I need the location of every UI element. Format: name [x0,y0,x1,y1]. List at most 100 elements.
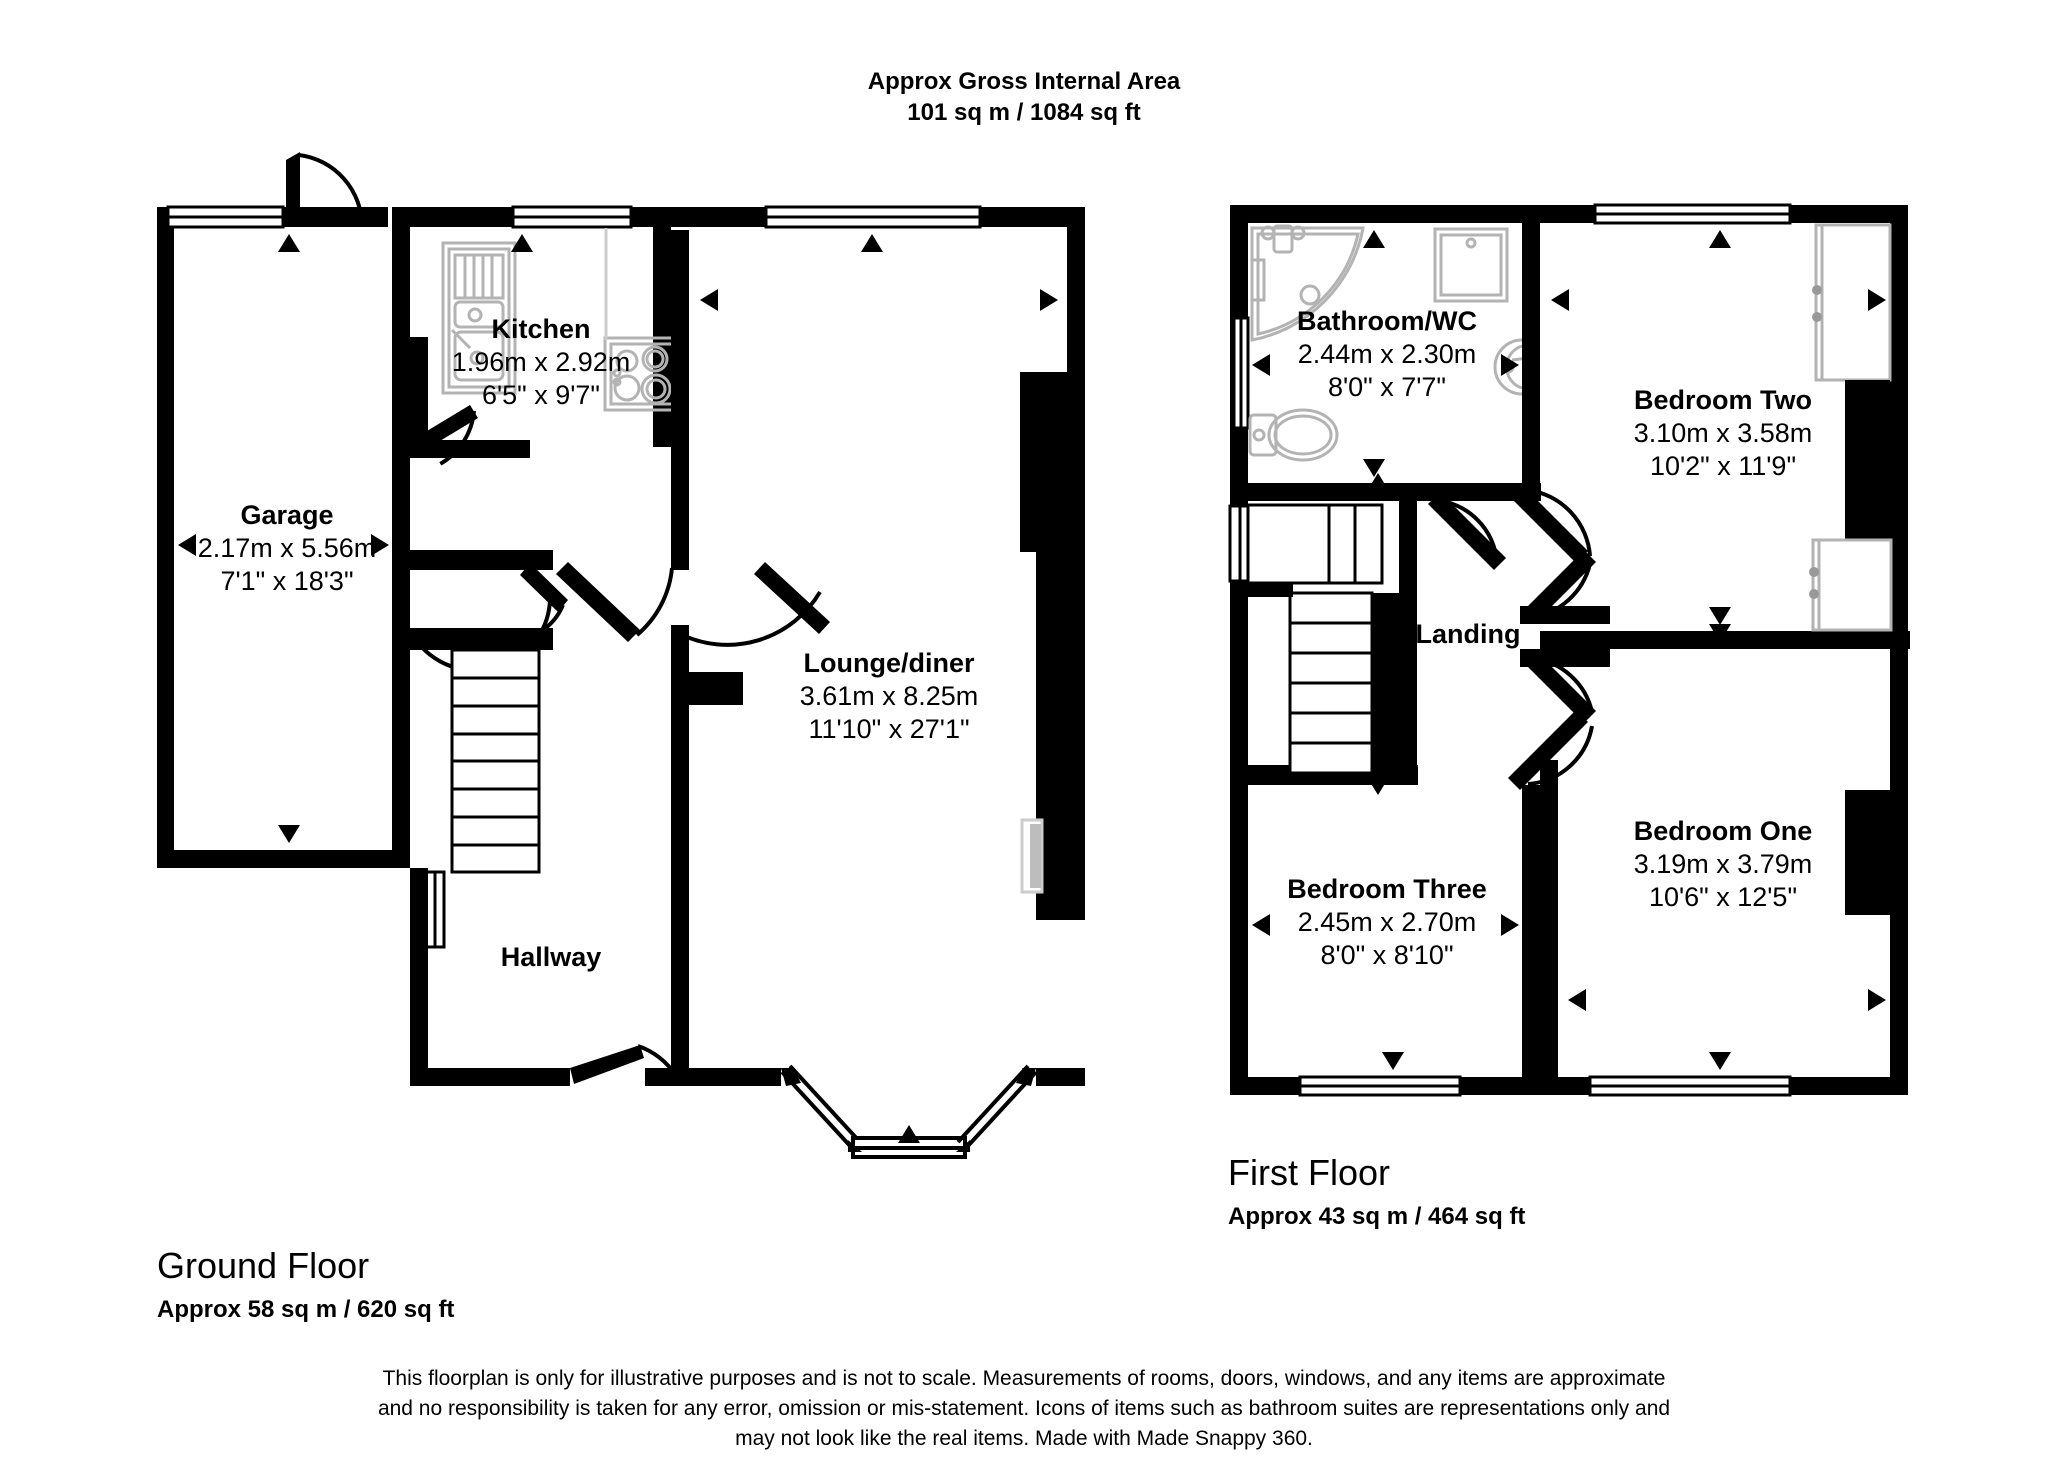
first-floor-plan: Bathroom/WC 2.44m x 2.30m 8'0" x 7'7" [1228,203,1910,1230]
bathroom-arrow-top [1363,230,1385,248]
lounge-label: Lounge/diner [804,648,975,678]
garage-arrow-left [178,534,196,556]
bathroom-imperial: 8'0" x 7'7" [1328,372,1446,402]
bathroom-metric: 2.44m x 2.30m [1298,339,1477,369]
ff-wall-bottom-left [1230,1077,1300,1095]
hall-wall-bottom-left [410,1068,570,1086]
stairwell-wall-right-upper [1399,501,1417,593]
landing-door-arc-4 [1527,725,1594,786]
bedroom-three-metric: 2.45m x 2.70m [1298,907,1477,937]
gross-area-line1: Approx Gross Internal Area [868,68,1181,95]
garage-label: Garage [240,500,333,530]
bay-arrow [898,1125,920,1143]
garage-arrow-right [371,534,389,556]
lounge-arrow-left [700,289,718,311]
hall-lounge-wall-upper [671,230,689,570]
bedroom-three-label: Bedroom Three [1287,874,1487,904]
garage-wall-right-lower [392,337,410,868]
hall-lounge-wall-nib [689,672,743,705]
bathroom-wall-bottom-left [1248,483,1423,501]
staircase-first-icon [1246,503,1384,775]
bedroom-two-metric: 3.10m x 3.58m [1634,418,1813,448]
bathroom-arrow-left [1252,354,1270,376]
ff-wall-top-right [1790,205,1908,223]
landing-partitions [1508,483,1610,790]
bay-wall-right [1036,1068,1085,1086]
ff-wall-bottom-right [1790,1077,1908,1095]
garage-window-top [166,205,285,229]
bay-wall-left [689,1068,781,1086]
bathroom-window-left [1232,316,1250,430]
lounge-arrow-right [1040,289,1058,311]
kitchen-sink-icon [441,241,517,395]
bedroom-one-arrow-left [1568,989,1586,1011]
bedroom-three-wall-right [1522,785,1540,1080]
hall-lounge-wall-mid [671,625,689,885]
bedroom-two-window-top [1593,203,1792,225]
kitchen-door [412,405,478,466]
bedroom-two-arrow-top [1709,230,1731,248]
garage-wall-left [157,207,174,867]
staircase-icon [450,648,541,874]
ground-floor-title: Ground Floor [157,1245,369,1286]
landing-wall-ne [1526,550,1596,620]
bedroom-one-wall-recess [1845,790,1890,915]
bedroom-three-imperial: 8'0" x 8'10" [1320,940,1453,970]
bedroom-three-arrow-left [1252,914,1270,936]
bathroom-arrow-bottom [1363,459,1385,477]
hall-lounge-wall-lower [671,885,689,1085]
lounge-window-top [764,205,982,229]
kitchen-door-jamb [410,337,428,442]
hall-wall-bottom-right [645,1068,691,1086]
lounge-metric: 3.61m x 8.25m [800,681,979,711]
ground-floor-area: Approx 58 sq m / 620 sq ft [157,1296,454,1323]
first-floor-title: First Floor [1228,1152,1390,1193]
bedroom-one-wall-left [1540,760,1558,1080]
kitchen-imperial: 6'5" x 9'7" [482,380,600,410]
disclaimer-line2: and no responsibility is taken for any e… [378,1397,1670,1420]
landing-wall-east-upper [1520,606,1610,624]
stair-landing-nib [1248,583,1293,597]
lounge-chimney-breast [1020,372,1085,552]
ff-wall-right [1890,205,1908,1095]
ff-wall-top-left [1230,205,1595,223]
bedroom-two-arrow-bottom2 [1709,624,1731,642]
bedroom-two-arrow-right [1868,289,1886,311]
bedroom-three-arrow-right [1501,914,1519,936]
bedroom-two-wall-recess [1845,380,1890,540]
kitchen-wall-top-left [410,207,513,227]
landing-arrow-up [1367,473,1389,491]
landing-wall-nw [1508,483,1588,563]
bedroom-one-arrow-right [1868,989,1886,1011]
garage-imperial: 7'1" x 18'3" [220,566,353,596]
kitchen-window-top [511,205,633,229]
landing-door-arc-3 [1531,656,1594,713]
lounge-door [556,562,674,642]
lounge-arrow-top [861,234,883,252]
toilet-icon [1248,408,1339,462]
garage-entry-door [286,152,365,228]
landing-door-arc-2 [1529,563,1592,620]
lounge-door-second [679,562,830,647]
gross-area-line2: 101 sq m / 1084 sq ft [907,99,1140,126]
garage-arrow-bottom [278,825,300,843]
corner-bath-icon [1250,224,1365,342]
bedroom-one-window-bottom [1588,1075,1792,1097]
wardrobe-icon-2 [1809,538,1893,632]
bay-corner-right [1016,1068,1036,1086]
landing-arrow-down [1367,777,1389,795]
bathroom-door [1428,492,1506,570]
radiator-icon [1020,818,1044,894]
landing-label: Landing [1416,619,1521,649]
hall-understair-wall [410,550,553,570]
lounge-wall-right-thick [1036,545,1085,920]
hall-stair-base-wall [410,628,553,650]
bathroom-arrow-right [1501,354,1519,376]
kitchen-arrow-top [511,234,533,252]
bedroom-one-arrow-bottom [1709,1052,1731,1070]
kitchen-wall-right [653,207,671,447]
shower-tray-icon [1433,227,1509,303]
bedroom-two-arrow-left [1551,289,1569,311]
ff-wall-left-mid [1230,581,1248,781]
